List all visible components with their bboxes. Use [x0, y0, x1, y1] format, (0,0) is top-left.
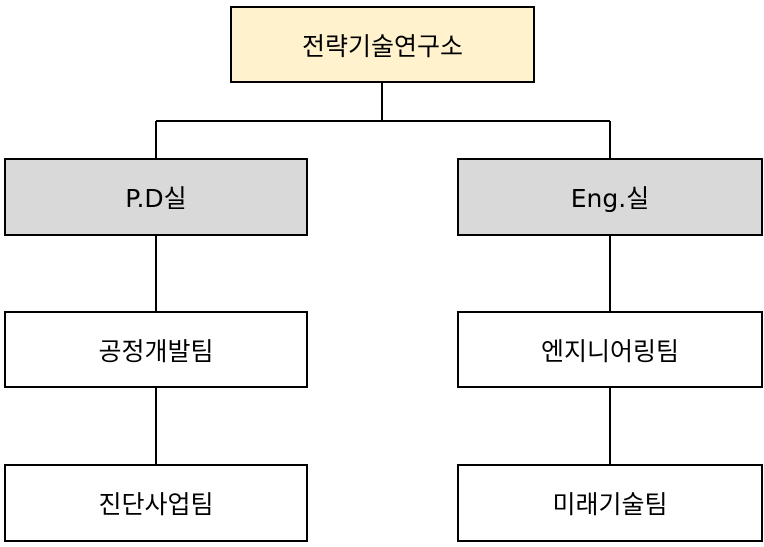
- org-node-label: P.D실: [125, 184, 187, 213]
- org-node-label: 미래기술팀: [552, 490, 668, 519]
- org-node-label: 전략기술연구소: [301, 31, 463, 61]
- org-node-team-process-development: 공정개발팀: [4, 311, 308, 388]
- org-node-label: 엔지니어링팀: [540, 336, 679, 366]
- org-node-root: 전략기술연구소: [230, 6, 535, 83]
- org-node-team-future-technology: 미래기술팀: [457, 464, 763, 542]
- org-node-label: 진단사업팀: [98, 490, 214, 519]
- org-node-team-engineering: 엔지니어링팀: [457, 311, 763, 388]
- org-node-label: Eng.실: [570, 184, 650, 213]
- org-node-division-eng: Eng.실: [457, 158, 763, 236]
- org-node-division-pd: P.D실: [4, 158, 308, 236]
- org-node-team-diagnosis-business: 진단사업팀: [4, 464, 308, 542]
- org-node-label: 공정개발팀: [98, 336, 214, 366]
